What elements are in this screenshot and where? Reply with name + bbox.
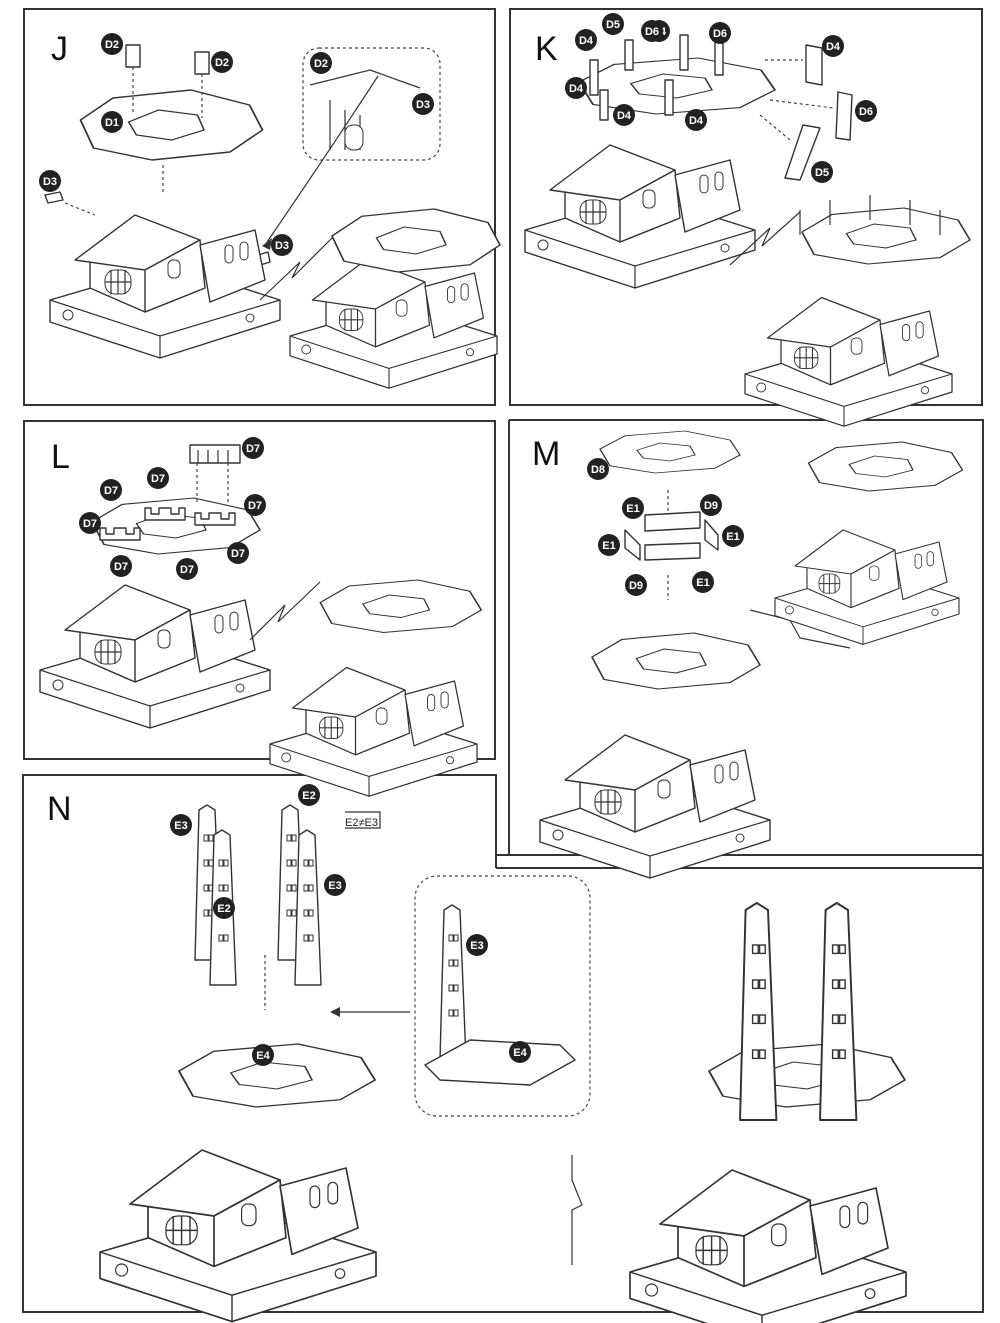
step-j-illustration	[44, 44, 501, 389]
part-label: D4	[689, 115, 704, 127]
part-label-badge: D4	[575, 29, 597, 51]
part-label-badge: D3	[271, 234, 293, 256]
part-label: D6	[713, 28, 727, 40]
step-letter: K	[535, 30, 558, 68]
part-label-badge: E3	[170, 814, 192, 836]
part-label: D1	[105, 117, 119, 129]
part-label-badge: D7	[242, 437, 264, 459]
part-label-badge: E2	[213, 897, 235, 919]
part-label-badge: D7	[100, 479, 122, 501]
part-label: D7	[104, 485, 118, 497]
part-label: D9	[704, 500, 718, 512]
part-label-badge: E4	[509, 1041, 531, 1063]
part-label: D7	[180, 564, 194, 576]
part-label-badge: D6	[709, 22, 731, 44]
part-label-badge: D4	[685, 109, 707, 131]
part-label-badge: D5	[602, 13, 624, 35]
part-label: E3	[174, 820, 187, 832]
part-label-badge: E3	[466, 934, 488, 956]
part-label: D9	[629, 580, 643, 592]
part-label-badge: D9	[700, 494, 722, 516]
step-k-illustration	[524, 34, 971, 427]
step-l-illustration	[39, 444, 483, 797]
part-label-badge: D3	[39, 170, 61, 192]
part-label-badge: D3	[412, 93, 434, 115]
part-label-badge: E2	[298, 784, 320, 806]
part-label: E1	[626, 503, 639, 515]
part-label-badge: D6	[855, 100, 877, 122]
part-label: E2	[302, 790, 315, 802]
step-m-illustration	[539, 430, 964, 879]
part-label-badge: D8	[587, 458, 609, 480]
step-n-letter: N	[47, 790, 72, 828]
part-label-badge: E1	[622, 497, 644, 519]
part-label: D4	[826, 41, 841, 53]
part-label: D7	[231, 548, 245, 560]
part-label-badge: D2	[101, 33, 123, 55]
part-label-badge: D9	[625, 574, 647, 596]
step-letter: L	[51, 438, 70, 476]
part-label: D3	[275, 240, 289, 252]
part-badges: D2D2D1D3D2D3D3D5D4D4D6D4D4D6D4D4D5D6D7D7…	[39, 13, 877, 1066]
part-label: D7	[151, 473, 165, 485]
part-label: D7	[246, 443, 260, 455]
part-note: E2≠E3	[345, 817, 378, 829]
part-label: D2	[215, 57, 229, 69]
part-label: D3	[43, 176, 57, 188]
part-label-badge: E4	[252, 1044, 274, 1066]
part-label-badge: D2	[310, 52, 332, 74]
part-label: E4	[513, 1047, 527, 1059]
part-label: D4	[579, 35, 594, 47]
part-label: E2	[217, 903, 230, 915]
part-label: D3	[416, 99, 430, 111]
part-label-badge: D7	[79, 512, 101, 534]
part-label-badge: E1	[598, 534, 620, 556]
part-label: D5	[815, 167, 829, 179]
part-label-badge: E1	[692, 571, 714, 593]
part-label-badge: D6	[641, 20, 663, 42]
step-letter: J	[51, 30, 68, 68]
part-label: D6	[859, 106, 873, 118]
part-label: D4	[617, 110, 632, 122]
part-label: D2	[314, 58, 328, 70]
part-label: E1	[602, 540, 615, 552]
part-label-badge: D2	[211, 51, 233, 73]
part-label-badge: E3	[324, 874, 346, 896]
part-label-badge: D4	[822, 35, 844, 57]
part-label: D7	[248, 500, 262, 512]
part-label: E1	[726, 531, 739, 543]
part-label: D7	[114, 561, 128, 573]
part-label: E4	[256, 1050, 270, 1062]
part-label-badge: D4	[613, 104, 635, 126]
part-label-badge: D4	[565, 77, 587, 99]
part-label: E1	[696, 577, 709, 589]
part-label: D6	[645, 26, 659, 38]
part-label-badge: D7	[244, 494, 266, 516]
part-label-badge: D7	[110, 555, 132, 577]
part-label: D4	[569, 83, 584, 95]
part-label: D7	[83, 518, 97, 530]
step-m-letter: M	[532, 435, 561, 473]
part-label-badge: D1	[101, 111, 123, 133]
part-label: D5	[606, 19, 620, 31]
part-label-badge: E1	[722, 525, 744, 547]
part-label-badge: D7	[176, 558, 198, 580]
part-label-badge: D7	[227, 542, 249, 564]
part-label-badge: D5	[811, 161, 833, 183]
part-label-badge: D7	[147, 467, 169, 489]
step-n-illustration	[99, 804, 907, 1323]
part-label: D2	[105, 39, 119, 51]
part-label: D8	[591, 464, 605, 476]
part-label: E3	[328, 880, 341, 892]
part-label: E3	[470, 940, 483, 952]
